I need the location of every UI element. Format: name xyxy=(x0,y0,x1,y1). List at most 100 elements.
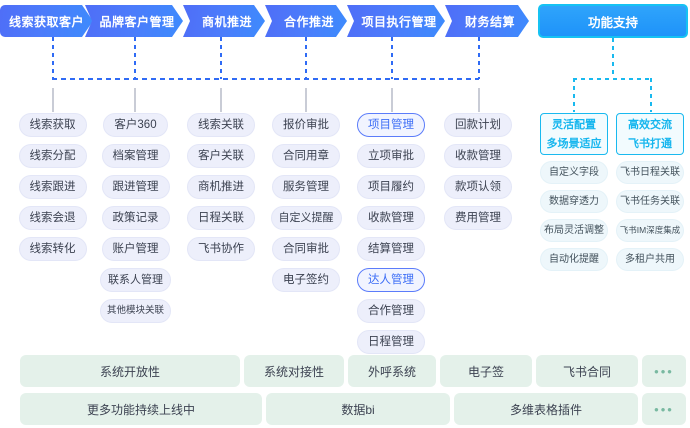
pill-3-4[interactable]: 合同审批 xyxy=(272,237,340,261)
pill-4-7[interactable]: 日程管理 xyxy=(357,330,425,354)
bottom-cell-1-0-label: 更多功能持续上线中 xyxy=(86,402,195,417)
column-0: 线索获取 线索分配 线索跟进 线索会退 线索转化 xyxy=(16,113,89,261)
drop-line-5 xyxy=(478,88,480,112)
flow-tab-1[interactable]: 品牌客户管理 xyxy=(85,5,183,37)
pill-5-3[interactable]: 费用管理 xyxy=(444,206,512,230)
drop-line-3 xyxy=(305,88,307,112)
support-group-1: 高效交流 飞书打通 飞书日程关联 飞书任务关联 飞书IM深度集成 多租户共用 xyxy=(616,113,684,271)
pill-0-0[interactable]: 线索获取 xyxy=(18,113,87,137)
bottom-cell-0-2-label: 外呼系统 xyxy=(367,364,416,379)
bottom-cell-1-2-label: 多维表格插件 xyxy=(509,402,582,417)
connector-stem-2 xyxy=(220,37,222,79)
flow-tab-0[interactable]: 线索获取客户 xyxy=(0,5,93,37)
bottom-cell-1-1-label: 数据bi xyxy=(341,402,375,417)
bottom-cell-0-4-label: 飞书合同 xyxy=(562,364,611,379)
support-pill-1-3[interactable]: 多租户共用 xyxy=(616,248,684,271)
bottom-cell-0-2[interactable]: 外呼系统 xyxy=(348,355,436,387)
bottom-cell-0-4[interactable]: 飞书合同 xyxy=(536,355,638,387)
column-1: 客户360 档案管理 跟进管理 政策记录 账户管理 联系人管理 其他模块关联 xyxy=(97,113,174,323)
support-pill-0-2[interactable]: 布局灵活调整 xyxy=(540,219,608,242)
support-pill-0-0[interactable]: 自定义字段 xyxy=(540,161,608,184)
pill-1-0[interactable]: 客户360 xyxy=(103,113,168,137)
connector-stem-1 xyxy=(134,37,136,79)
support-header[interactable]: 功能支持 xyxy=(538,4,688,38)
pill-2-1[interactable]: 客户关联 xyxy=(187,144,255,168)
connector-stem-3 xyxy=(305,37,307,79)
pill-4-1[interactable]: 立项审批 xyxy=(357,144,425,168)
support-pill-0-1[interactable]: 数据穿透力 xyxy=(540,190,608,213)
pill-1-1[interactable]: 档案管理 xyxy=(101,144,170,168)
more-dots-icon-2: ••• xyxy=(654,401,674,417)
pill-0-1[interactable]: 线索分配 xyxy=(18,144,87,168)
pill-1-2[interactable]: 跟进管理 xyxy=(101,175,170,199)
pill-1-3[interactable]: 政策记录 xyxy=(101,206,170,230)
column-4: 项目管理 立项审批 项目履约 收款管理 结算管理 达人管理 合作管理 日程管理 xyxy=(354,113,428,354)
pill-1-5[interactable]: 联系人管理 xyxy=(100,268,171,292)
support-group-0-header[interactable]: 灵活配置 多场景适应 xyxy=(540,113,608,155)
bottom-cell-1-0[interactable]: 更多功能持续上线中 xyxy=(20,393,262,425)
bottom-cell-0-more[interactable]: ••• xyxy=(642,355,686,387)
support-pill-0-3[interactable]: 自动化提醒 xyxy=(540,248,608,271)
pill-5-2[interactable]: 款项认领 xyxy=(444,175,512,199)
pill-0-3[interactable]: 线索会退 xyxy=(18,206,87,230)
column-2: 线索关联 客户关联 商机推进 日程关联 飞书协作 xyxy=(185,113,257,261)
support-group-0: 灵活配置 多场景适应 自定义字段 数据穿透力 布局灵活调整 自动化提醒 xyxy=(540,113,608,271)
connector-stem-0 xyxy=(52,37,54,79)
pill-4-0[interactable]: 项目管理 xyxy=(357,113,425,137)
bottom-cell-0-0-label: 系统开放性 xyxy=(99,364,160,379)
more-dots-icon: ••• xyxy=(654,363,674,379)
connector-stem-4 xyxy=(391,37,393,79)
drop-line-4 xyxy=(391,88,393,112)
bottom-cell-1-2[interactable]: 多维表格插件 xyxy=(454,393,638,425)
pill-4-6[interactable]: 合作管理 xyxy=(357,299,425,323)
pill-4-3[interactable]: 收款管理 xyxy=(357,206,425,230)
bottom-cell-0-1[interactable]: 系统对接性 xyxy=(244,355,344,387)
flow-tab-5[interactable]: 财务结算 xyxy=(445,5,529,37)
pill-2-4[interactable]: 飞书协作 xyxy=(187,237,255,261)
pill-1-6[interactable]: 其他模块关联 xyxy=(99,299,171,323)
drop-line-2 xyxy=(220,88,222,112)
pill-0-4[interactable]: 线索转化 xyxy=(18,237,87,261)
bottom-cell-0-3[interactable]: 电子签 xyxy=(440,355,532,387)
pill-5-0[interactable]: 回款计划 xyxy=(444,113,512,137)
bottom-cell-1-more[interactable]: ••• xyxy=(642,393,686,425)
pill-2-3[interactable]: 日程关联 xyxy=(187,206,255,230)
flow-tab-3[interactable]: 合作推进 xyxy=(265,5,347,37)
pill-2-2[interactable]: 商机推进 xyxy=(187,175,255,199)
flow-tab-0-label: 线索获取客户 xyxy=(8,14,84,29)
drop-line-1 xyxy=(134,88,136,112)
support-pill-1-0[interactable]: 飞书日程关联 xyxy=(616,161,684,184)
pill-0-2[interactable]: 线索跟进 xyxy=(18,175,87,199)
support-connector-bus xyxy=(573,78,651,80)
pill-3-0[interactable]: 报价审批 xyxy=(272,113,340,137)
pill-3-1[interactable]: 合同用章 xyxy=(272,144,340,168)
flow-tab-2-label: 商机推进 xyxy=(201,14,252,29)
pill-4-4[interactable]: 结算管理 xyxy=(357,237,425,261)
pill-3-2[interactable]: 服务管理 xyxy=(272,175,340,199)
pill-1-4[interactable]: 账户管理 xyxy=(101,237,170,261)
column-3: 报价审批 合同用章 服务管理 自定义提醒 合同审批 电子签约 xyxy=(268,113,344,292)
support-connector-stem xyxy=(612,38,614,78)
flow-tab-1-label: 品牌客户管理 xyxy=(99,14,175,29)
flow-tab-2[interactable]: 商机推进 xyxy=(183,5,265,37)
bottom-cell-1-1[interactable]: 数据bi xyxy=(266,393,450,425)
support-pill-1-2[interactable]: 飞书IM深度集成 xyxy=(616,219,684,242)
pill-4-2[interactable]: 项目履约 xyxy=(357,175,425,199)
flow-tab-4-label: 项目执行管理 xyxy=(361,14,437,29)
pill-4-5[interactable]: 达人管理 xyxy=(357,268,425,292)
pill-2-0[interactable]: 线索关联 xyxy=(187,113,255,137)
support-group-0-header-line1: 灵活配置 xyxy=(552,119,596,131)
support-group-1-header-line1: 高效交流 xyxy=(628,119,672,131)
flow-tab-4[interactable]: 项目执行管理 xyxy=(347,5,445,37)
pill-3-3[interactable]: 自定义提醒 xyxy=(270,206,342,230)
support-pill-1-1[interactable]: 飞书任务关联 xyxy=(616,190,684,213)
pill-5-1[interactable]: 收款管理 xyxy=(444,144,512,168)
bottom-cell-0-1-label: 系统对接性 xyxy=(263,364,324,379)
bottom-cell-0-0[interactable]: 系统开放性 xyxy=(20,355,240,387)
bottom-cell-0-3-label: 电子签 xyxy=(467,364,504,379)
column-5: 回款计划 收款管理 款项认领 费用管理 xyxy=(442,113,514,230)
pill-3-5[interactable]: 电子签约 xyxy=(272,268,340,292)
support-connector-branch-left xyxy=(573,78,575,112)
support-group-1-header[interactable]: 高效交流 飞书打通 xyxy=(616,113,684,155)
